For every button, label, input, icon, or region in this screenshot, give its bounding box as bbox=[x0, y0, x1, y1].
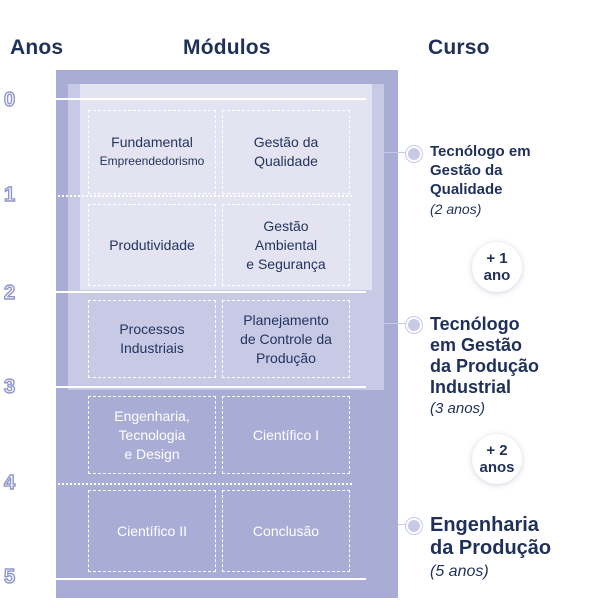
timeline-arrows bbox=[21, 99, 49, 589]
year-line-5 bbox=[18, 578, 366, 580]
module-engenharia-design: Engenharia, Tecnologia e Design bbox=[88, 396, 216, 474]
arrow-head-0 bbox=[21, 99, 49, 126]
module-text: Qualidade bbox=[254, 153, 318, 169]
course-engenharia-producao: Engenharia da Produção (5 anos) bbox=[430, 514, 551, 584]
course-duration: (5 anos) bbox=[430, 563, 489, 580]
module-text: Processos bbox=[119, 321, 185, 337]
increment-badge-1: + 1 ano bbox=[472, 242, 522, 292]
module-text: Tecnologia bbox=[118, 426, 186, 443]
year-line-4 bbox=[18, 483, 352, 485]
course-title: Industrial bbox=[430, 377, 512, 397]
connector-3 bbox=[398, 524, 412, 525]
course-dot-3 bbox=[406, 518, 422, 534]
course-gestao-qualidade: Tecnólogo em Gestão da Qualidade (2 anos… bbox=[430, 142, 531, 219]
module-text: Conclusão bbox=[252, 522, 320, 539]
year-line-1 bbox=[18, 195, 352, 197]
course-title: Gestão da bbox=[430, 162, 503, 179]
year-label-1: 1 bbox=[3, 183, 16, 206]
course-title: Tecnólogo em bbox=[430, 143, 531, 160]
connector-2 bbox=[384, 323, 412, 324]
course-title: em Gestão bbox=[430, 335, 523, 355]
course-duration: (2 anos) bbox=[430, 201, 482, 217]
course-dot-1 bbox=[406, 146, 422, 162]
module-text: Gestão da bbox=[253, 134, 319, 150]
year-label-4: 4 bbox=[3, 471, 16, 494]
increment-value: + 2 bbox=[486, 442, 508, 459]
course-title: da Produção bbox=[430, 356, 540, 376]
module-text: Industriais bbox=[120, 340, 184, 356]
year-line-0 bbox=[18, 98, 366, 100]
module-text: Produção bbox=[256, 349, 316, 366]
year-label-3: 3 bbox=[3, 375, 16, 398]
module-conclusao: Conclusão bbox=[222, 490, 350, 572]
module-text: e Segurança bbox=[246, 255, 326, 272]
year-line-2 bbox=[18, 291, 366, 293]
module-text: Científico I bbox=[252, 426, 320, 443]
connector-1 bbox=[372, 152, 412, 153]
module-planejamento: Planejamento de Controle da Produção bbox=[222, 300, 350, 378]
increment-value: + 1 bbox=[486, 250, 508, 267]
module-gestao-ambiental: Gestão Ambiental e Segurança bbox=[222, 204, 350, 286]
course-title: Tecnólogo bbox=[430, 314, 520, 334]
course-title: Engenharia bbox=[430, 514, 539, 536]
years-header: Anos bbox=[10, 36, 64, 59]
arrow-head-5 bbox=[21, 565, 49, 589]
module-fundamental: Fundamental Empreendedorismo bbox=[88, 110, 216, 194]
arrow-head-3 bbox=[21, 374, 49, 398]
course-dot-2 bbox=[406, 317, 422, 333]
course-title: da Produção bbox=[430, 537, 552, 559]
course-producao-industrial: Tecnólogo em Gestão da Produção Industri… bbox=[430, 314, 539, 420]
year-label-2: 2 bbox=[3, 281, 16, 304]
year-label-0: 0 bbox=[3, 88, 16, 111]
course-duration: (3 anos) bbox=[430, 400, 486, 417]
course-title: Qualidade bbox=[430, 181, 503, 198]
module-text: Científico II bbox=[116, 522, 188, 539]
arrow-head-2 bbox=[21, 279, 49, 303]
module-produtividade: Produtividade bbox=[88, 204, 216, 286]
module-text: Planejamento bbox=[243, 311, 329, 328]
module-processos-industriais: Processos Industriais bbox=[88, 300, 216, 378]
year-line-3 bbox=[18, 386, 366, 388]
module-text: Empreendedorismo bbox=[99, 154, 205, 168]
increment-badge-2: + 2 anos bbox=[472, 434, 522, 484]
increment-unit: anos bbox=[479, 459, 515, 476]
module-text: Produtividade bbox=[109, 236, 195, 253]
module-text: Ambiental bbox=[254, 236, 318, 253]
year-label-5: 5 bbox=[3, 565, 16, 588]
module-text: Gestão bbox=[263, 217, 309, 234]
module-text: Fundamental bbox=[111, 134, 193, 150]
module-gestao-qualidade: Gestão da Qualidade bbox=[222, 110, 350, 194]
course-header: Curso bbox=[428, 36, 490, 59]
module-text: Engenharia, bbox=[114, 407, 190, 424]
module-cientifico-1: Científico I bbox=[222, 396, 350, 474]
module-text: e Design bbox=[124, 445, 180, 462]
module-text: de Controle da bbox=[240, 330, 332, 347]
increment-unit: ano bbox=[483, 267, 511, 284]
band-gestao-qualidade bbox=[80, 84, 372, 290]
module-cientifico-2: Científico II bbox=[88, 490, 216, 572]
modules-header: Módulos bbox=[183, 36, 271, 59]
